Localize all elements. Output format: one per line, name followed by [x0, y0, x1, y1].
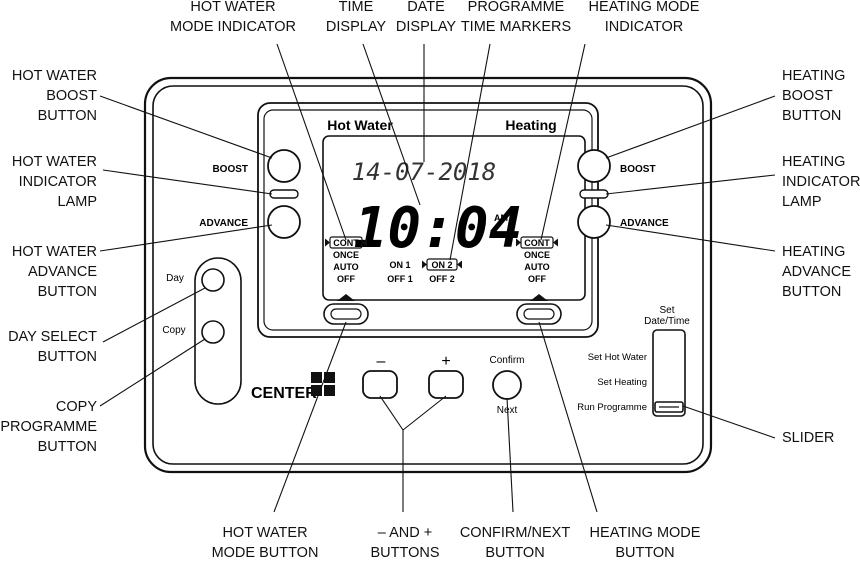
hw-mode-off: OFF — [337, 274, 355, 284]
plus-label: + — [441, 353, 450, 370]
time-display: 10:04 — [354, 196, 523, 261]
day-copy-panel — [194, 257, 242, 405]
leader-lines — [99, 43, 776, 513]
copy-programme-button[interactable] — [201, 320, 225, 344]
hw-advance-button[interactable] — [267, 205, 301, 239]
hw-boost-button[interactable] — [267, 149, 301, 183]
heating-advance-button[interactable] — [577, 205, 611, 239]
slider-track — [652, 329, 686, 417]
heating-mode-once: ONCE — [524, 250, 550, 260]
on2-marker: ON 2 — [431, 260, 452, 270]
heating-mode-auto: AUTO — [524, 262, 549, 272]
heating-heading: Heating — [505, 117, 556, 133]
minus-label: – — [377, 353, 386, 370]
heating-indicator-lamp — [579, 189, 609, 199]
hw-mode-auto: AUTO — [333, 262, 358, 272]
slider-title-line2: Date/Time — [644, 316, 690, 327]
slider-pos-run: Run Programme — [577, 402, 647, 413]
hw-mode-cont: CONT — [333, 238, 359, 248]
on1-marker: ON 1 — [389, 260, 410, 270]
plus-button[interactable] — [428, 370, 464, 399]
off2-marker: OFF 2 — [429, 274, 455, 284]
slider-pos-hot-water: Set Hot Water — [588, 352, 647, 363]
hw-advance-label: ADVANCE — [199, 218, 248, 229]
day-label: Day — [166, 273, 184, 284]
hot-water-heading: Hot Water — [327, 117, 393, 133]
heating-boost-button[interactable] — [577, 149, 611, 183]
slider-title-line1: Set — [659, 305, 674, 316]
hw-boost-label: BOOST — [212, 164, 248, 175]
heating-mode-off: OFF — [528, 274, 546, 284]
heating-boost-label: BOOST — [620, 164, 656, 175]
date-display: 14-07-2018 — [352, 158, 497, 186]
hw-mode-once: ONCE — [333, 250, 359, 260]
copy-label: Copy — [162, 325, 185, 336]
day-select-button[interactable] — [201, 268, 225, 292]
brand-name: CENTER — [251, 385, 317, 402]
brand-logo-mark — [311, 372, 335, 396]
minus-button[interactable] — [362, 370, 398, 399]
callout-minus-plus-buttons: – AND +BUTTONS — [370, 525, 440, 561]
heating-advance-label: ADVANCE — [620, 218, 669, 229]
heating-mode-cont: CONT — [524, 238, 550, 248]
confirm-next-button[interactable] — [492, 370, 522, 400]
am-indicator: AM — [494, 213, 508, 223]
confirm-label: Confirm — [489, 355, 524, 366]
slider-pos-heating: Set Heating — [597, 377, 647, 388]
device-inner-bezel — [152, 85, 704, 465]
off1-marker: OFF 1 — [387, 274, 413, 284]
callout-slider: SLIDER — [782, 430, 835, 446]
hw-indicator-lamp — [269, 189, 299, 199]
